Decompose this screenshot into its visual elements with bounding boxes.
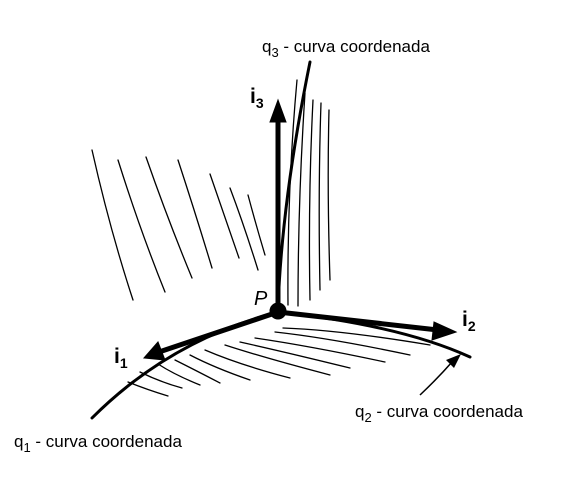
q1-label: q1 - curva coordenada	[14, 432, 182, 455]
i3-arrow-head	[269, 98, 287, 123]
surface-hatching-upper	[91, 79, 331, 307]
i1-arrow-shaft	[159, 309, 281, 354]
i2-arrow-head	[431, 321, 458, 341]
point-p-dot	[269, 302, 287, 320]
i3-label: i3	[250, 85, 264, 111]
i1-arrow-head	[142, 341, 166, 361]
q2-label: q2 - curva coordenada	[355, 402, 523, 425]
q2-pointer	[419, 354, 461, 396]
basis-vectors	[142, 98, 458, 361]
point-p-label: P	[254, 288, 268, 310]
i1-label: i1	[114, 345, 128, 371]
surface-hatching-lower	[127, 327, 431, 397]
i2-label: i2	[462, 308, 476, 334]
q3-label: q3 - curva coordenada	[262, 37, 430, 60]
i2-arrow-shaft	[275, 309, 441, 333]
